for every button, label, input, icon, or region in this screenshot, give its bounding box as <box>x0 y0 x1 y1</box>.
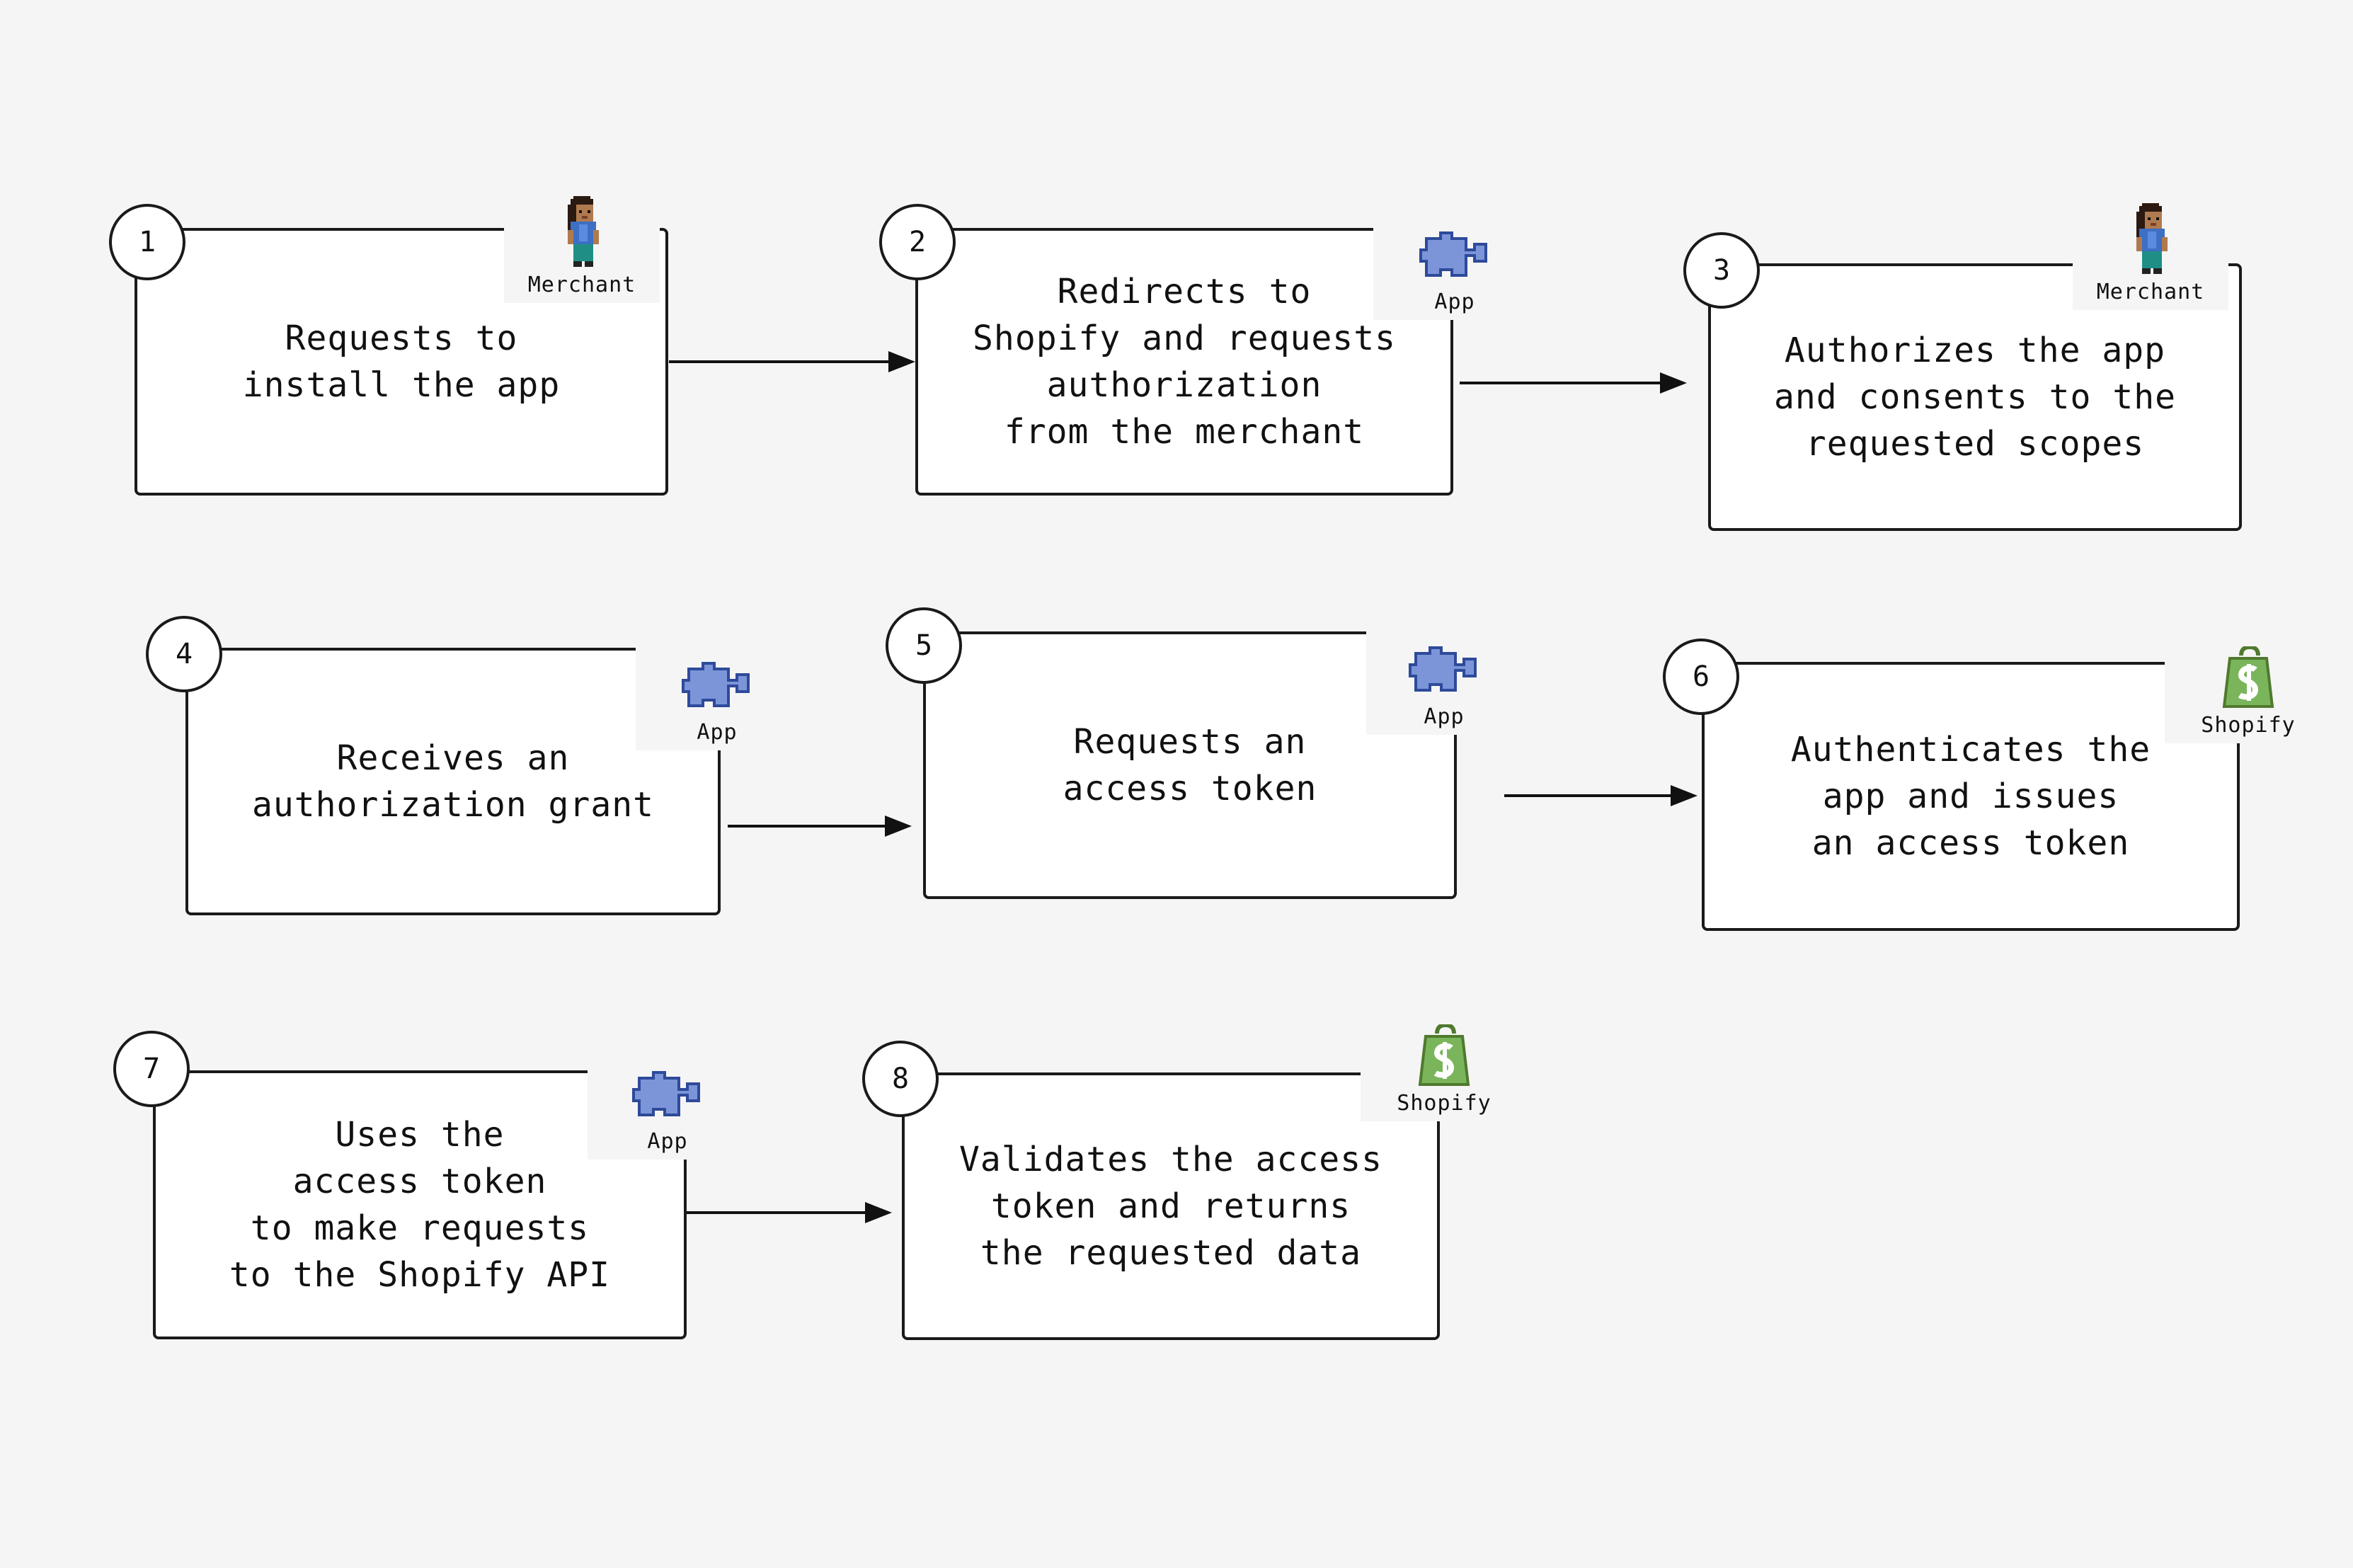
step-1-text: Requests to install the app <box>242 319 561 405</box>
step-1-actor: Merchant <box>504 178 660 303</box>
arrow-4-to-5 <box>728 816 912 837</box>
step-1-badge: 1 <box>109 204 185 280</box>
step-8-box: Validates the access token and returns t… <box>902 1072 1440 1340</box>
step-4-box: Receives an authorization grant <box>185 648 721 915</box>
step-8-actor: Shopify <box>1361 997 1528 1121</box>
arrow-1-to-2 <box>669 351 915 372</box>
step-5-text: Requests an access token <box>1063 722 1317 808</box>
step-1-actor-label: Merchant <box>527 273 636 297</box>
step-3-badge: 3 <box>1683 232 1760 309</box>
step-6-text: Authenticates the app and issues an acce… <box>1790 730 2151 863</box>
merchant-icon <box>2136 203 2168 274</box>
step-3-text: Authorizes the app and consents to the r… <box>1773 331 2177 464</box>
step-3-box: Authorizes the app and consents to the r… <box>1708 263 2242 531</box>
step-3-actor: Merchant <box>2073 188 2228 310</box>
step-8-badge: 8 <box>862 1041 939 1117</box>
step-5-actor-label: App <box>1424 704 1465 729</box>
step-4-actor: App <box>636 623 798 750</box>
puzzle-piece-icon <box>632 1071 700 1116</box>
step-2-actor: App <box>1373 193 1536 320</box>
step-3-actor-label: Merchant <box>2096 280 2205 304</box>
arrow-2-to-3 <box>1460 372 1687 394</box>
step-8-text: Validates the access token and returns t… <box>959 1140 1382 1273</box>
step-6-badge: 6 <box>1663 639 1739 715</box>
step-7-text: Uses the access token to make requests t… <box>229 1115 611 1295</box>
step-8-actor-label: Shopify <box>1397 1091 1492 1116</box>
step-5-badge: 5 <box>886 607 962 684</box>
step-4-text: Receives an authorization grant <box>251 738 655 825</box>
step-4-actor-label: App <box>697 720 738 745</box>
step-7-badge: 7 <box>113 1031 190 1107</box>
puzzle-piece-icon <box>1419 231 1487 277</box>
merchant-icon <box>568 196 599 267</box>
step-2-actor-label: App <box>1434 290 1475 314</box>
step-5-actor: App <box>1366 610 1522 735</box>
step-6-actor: Shopify <box>2165 619 2332 743</box>
step-6-actor-label: Shopify <box>2201 713 2296 738</box>
step-2-box: Redirects to Shopify and requests author… <box>915 228 1453 496</box>
step-7-actor: App <box>588 1034 748 1160</box>
step-2-text: Redirects to Shopify and requests author… <box>973 272 1396 452</box>
step-7-box: Uses the access token to make requests t… <box>153 1070 687 1339</box>
step-4-badge: 4 <box>146 616 222 692</box>
puzzle-piece-icon <box>1409 646 1477 692</box>
arrow-7-to-8 <box>687 1202 892 1223</box>
arrow-5-to-6 <box>1504 785 1698 806</box>
step-7-actor-label: App <box>647 1129 688 1154</box>
step-2-badge: 2 <box>879 204 956 280</box>
puzzle-piece-icon <box>682 662 750 707</box>
shopify-bag-icon <box>1418 1024 1470 1086</box>
step-5-box: Requests an access token <box>923 631 1457 899</box>
step-6-box: Authenticates the app and issues an acce… <box>1702 662 2240 931</box>
shopify-bag-icon <box>2222 646 2274 708</box>
